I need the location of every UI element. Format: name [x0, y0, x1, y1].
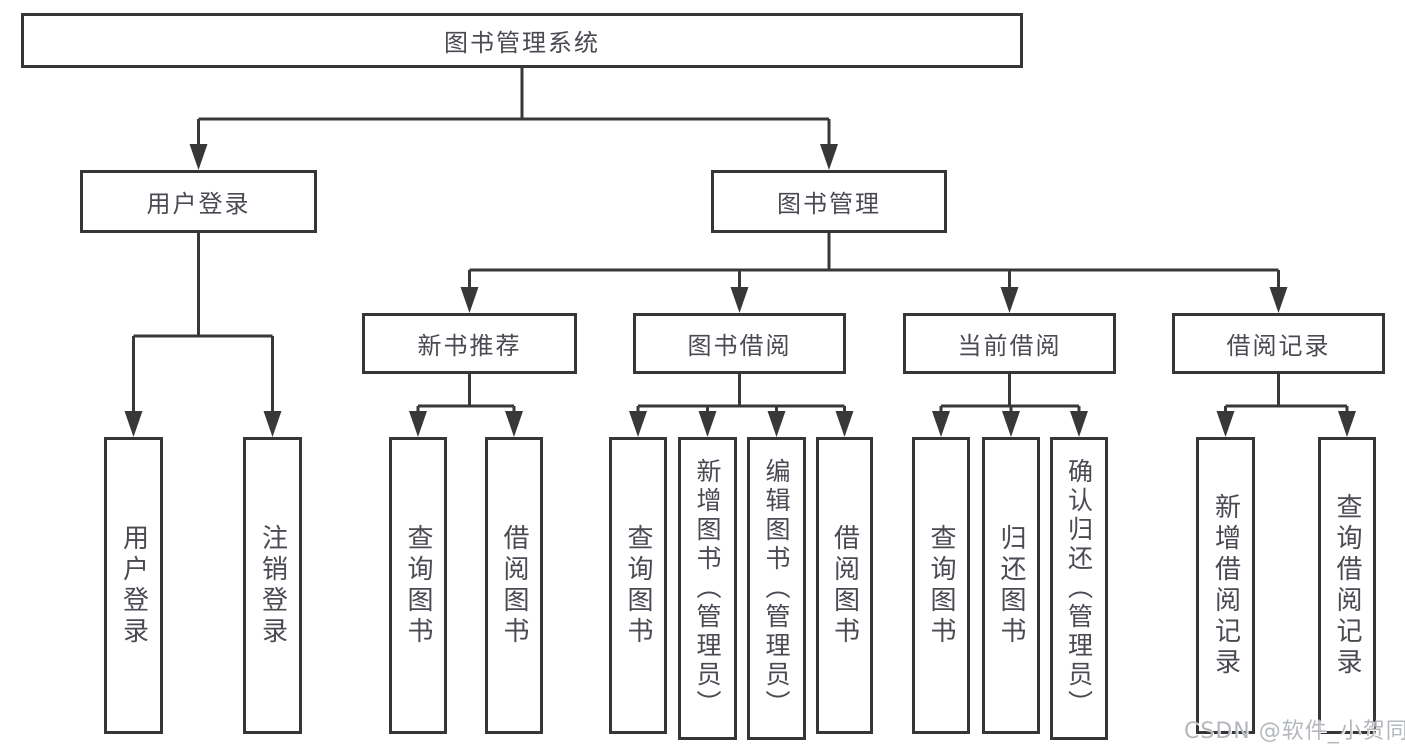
- leaf-borrow-query-book: 查询图书: [609, 437, 667, 734]
- leaf-recommend-query-book-label: 查询图书: [403, 523, 433, 648]
- leaf-recommend-borrow-book-label: 借阅图书: [499, 523, 529, 648]
- leaf-recommend-borrow-book: 借阅图书: [485, 437, 543, 734]
- connector-root-to-level2: [197, 68, 831, 146]
- leaf-add-book-admin: 新增图书（管理员）: [678, 437, 737, 740]
- leaf-borrow-query-book-label: 查询图书: [623, 523, 653, 648]
- node-book-management: 图书管理: [711, 170, 947, 233]
- node-current-borrow: 当前借阅: [903, 313, 1116, 374]
- leaf-edit-book-admin: 编辑图书（管理员）: [747, 437, 806, 740]
- leaf-user-login-label: 用户登录: [118, 523, 149, 648]
- leaf-confirm-return-admin-label: 确认归还（管理员）: [1064, 458, 1094, 719]
- leaf-user-login: 用户登录: [104, 437, 163, 734]
- watermark: CSDN @软件_小贺同学: [1184, 719, 1405, 744]
- leaf-edit-book-admin-label: 编辑图书（管理员）: [762, 458, 791, 719]
- leaf-borrow-book: 借阅图书: [816, 437, 873, 734]
- node-root: 图书管理系统: [21, 13, 1023, 68]
- connector-book-management-children: [468, 233, 1280, 289]
- connector-new-book-recommend-children: [416, 374, 516, 413]
- leaf-add-borrow-record: 新增借阅记录: [1196, 437, 1255, 734]
- leaf-recommend-query-book: 查询图书: [389, 437, 447, 734]
- arrowheads-leaves: [124, 411, 1356, 437]
- arrowheads-level2: [189, 144, 838, 170]
- node-borrow-records: 借阅记录: [1172, 313, 1385, 374]
- leaf-current-query-book-label: 查询图书: [926, 523, 956, 648]
- leaf-return-book-label: 归还图书: [996, 523, 1026, 648]
- node-book-borrow: 图书借阅: [633, 313, 846, 374]
- leaf-logout-label: 注销登录: [257, 523, 288, 648]
- leaf-query-borrow-record-label: 查询借阅记录: [1332, 492, 1362, 679]
- leaf-borrow-book-label: 借阅图书: [829, 523, 860, 648]
- node-user-login: 用户登录: [80, 170, 317, 233]
- connector-current-borrow-children: [939, 374, 1081, 413]
- leaf-query-borrow-record: 查询借阅记录: [1318, 437, 1376, 734]
- leaf-current-query-book: 查询图书: [912, 437, 970, 734]
- arrowheads-level3: [460, 287, 1288, 313]
- leaf-return-book: 归还图书: [982, 437, 1040, 734]
- leaf-logout: 注销登录: [243, 437, 302, 734]
- connector-book-borrow-children: [636, 374, 846, 413]
- leaf-add-borrow-record-label: 新增借阅记录: [1210, 492, 1241, 679]
- node-new-book-recommend: 新书推荐: [362, 313, 577, 374]
- leaf-add-book-admin-label: 新增图书（管理员）: [693, 458, 722, 719]
- connector-user-login-children: [132, 233, 274, 413]
- connector-borrow-records-children: [1224, 374, 1349, 413]
- leaf-confirm-return-admin: 确认归还（管理员）: [1050, 437, 1108, 740]
